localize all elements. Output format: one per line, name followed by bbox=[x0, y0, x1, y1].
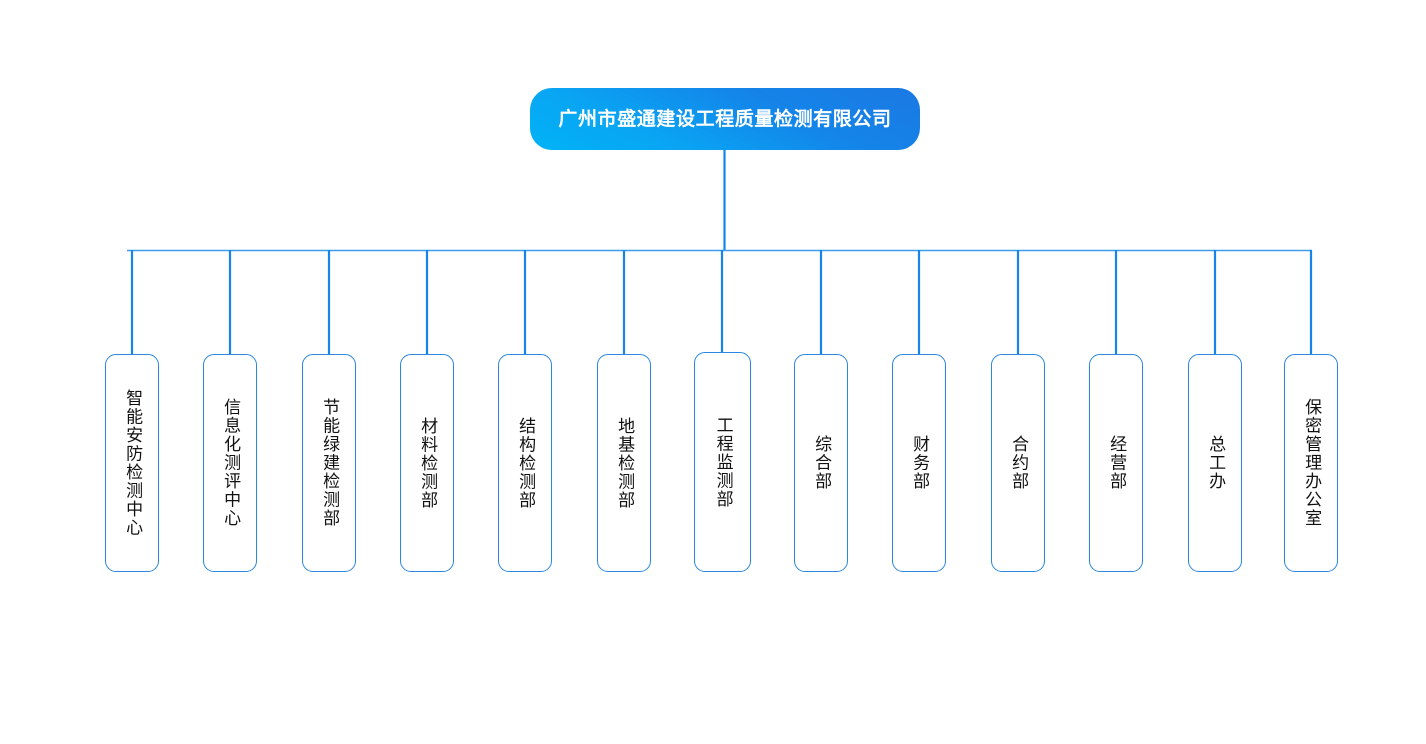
dept-label-1: 智能安防检测中心 bbox=[122, 389, 143, 537]
dept-node-9[interactable]: 财务部 bbox=[892, 354, 946, 572]
dept-node-6[interactable]: 地基检测部 bbox=[597, 354, 651, 572]
dept-node-5[interactable]: 结构检测部 bbox=[498, 354, 552, 572]
dept-label-12: 总工办 bbox=[1205, 435, 1226, 491]
dept-label-5: 结构检测部 bbox=[515, 416, 536, 510]
dept-node-12[interactable]: 总工办 bbox=[1188, 354, 1242, 572]
dept-label-9: 财务部 bbox=[909, 435, 930, 491]
dept-node-4[interactable]: 材料检测部 bbox=[400, 354, 454, 572]
drop-lines bbox=[130, 250, 1313, 355]
dept-label-13: 保密管理办公室 bbox=[1301, 398, 1322, 528]
dept-node-7[interactable]: 工程监测部 bbox=[694, 352, 751, 572]
dept-label-2: 信息化测评中心 bbox=[220, 398, 241, 528]
dept-node-8[interactable]: 综合部 bbox=[794, 354, 848, 572]
dept-label-7: 工程监测部 bbox=[712, 415, 733, 509]
dept-node-13[interactable]: 保密管理办公室 bbox=[1284, 354, 1338, 572]
dept-label-10: 合约部 bbox=[1008, 435, 1029, 491]
dept-label-6: 地基检测部 bbox=[614, 416, 635, 510]
dept-node-2[interactable]: 信息化测评中心 bbox=[203, 354, 257, 572]
dept-node-3[interactable]: 节能绿建检测部 bbox=[302, 354, 356, 572]
dept-label-8: 综合部 bbox=[811, 435, 832, 491]
dept-label-3: 节能绿建检测部 bbox=[319, 398, 340, 528]
root-company-node[interactable]: 广州市盛通建设工程质量检测有限公司 bbox=[530, 88, 920, 150]
dept-node-10[interactable]: 合约部 bbox=[991, 354, 1045, 572]
dept-node-11[interactable]: 经营部 bbox=[1089, 354, 1143, 572]
dept-label-4: 材料检测部 bbox=[417, 416, 438, 510]
dept-node-1[interactable]: 智能安防检测中心 bbox=[105, 354, 159, 572]
dept-label-11: 经营部 bbox=[1106, 435, 1127, 491]
root-company-label: 广州市盛通建设工程质量检测有限公司 bbox=[558, 108, 892, 130]
